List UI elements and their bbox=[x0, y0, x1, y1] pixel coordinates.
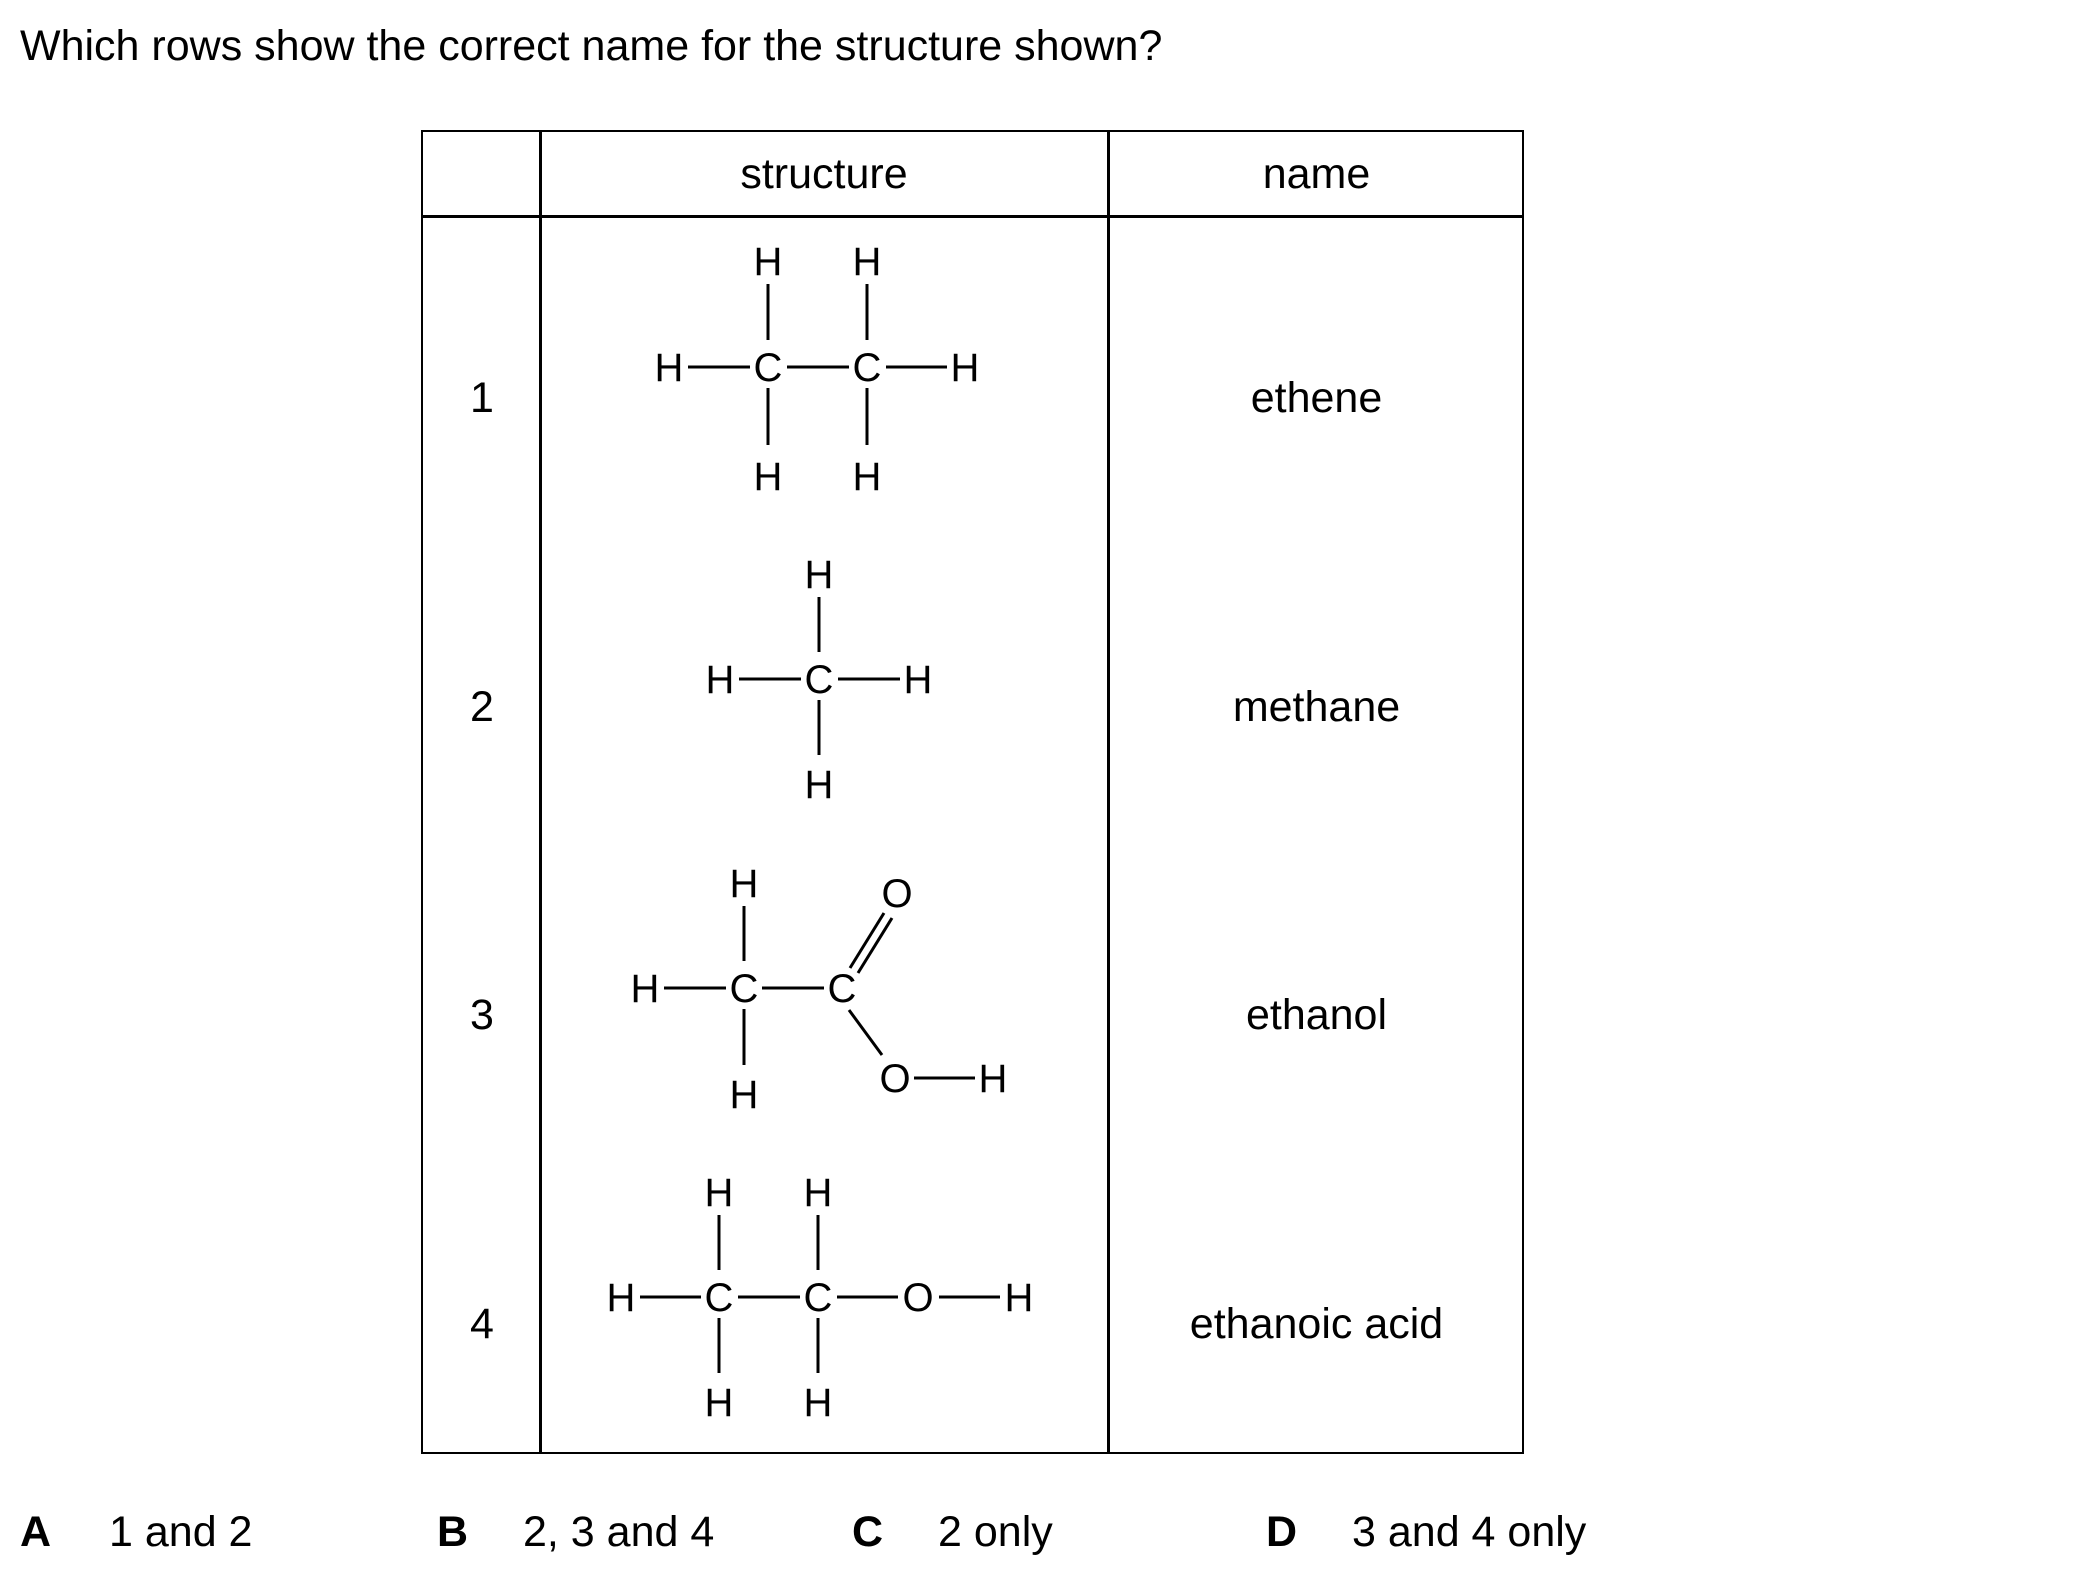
atom-h: H bbox=[1005, 1276, 1034, 1320]
structure-4: H H H C C O H H H bbox=[607, 1171, 1034, 1425]
structure-1: H H H C C H H H bbox=[655, 240, 980, 499]
question-text: Which rows show the correct name for the… bbox=[20, 22, 1163, 70]
atom-h: H bbox=[951, 346, 980, 390]
atom-c: C bbox=[730, 967, 759, 1011]
header-structure: structure bbox=[740, 150, 908, 198]
row-name-1: ethene bbox=[1250, 373, 1383, 422]
atom-h: H bbox=[730, 1073, 759, 1117]
atom-h: H bbox=[754, 455, 783, 499]
row-name-4: ethanoic acid bbox=[1189, 1299, 1444, 1348]
row-name-2: methane bbox=[1232, 682, 1401, 731]
row-number-4: 4 bbox=[470, 1299, 494, 1348]
option-d-text: 3 and 4 only bbox=[1352, 1508, 1587, 1556]
atom-h: H bbox=[853, 240, 882, 284]
option-d-letter: D bbox=[1266, 1508, 1298, 1556]
row-number-2: 2 bbox=[470, 682, 494, 731]
atom-h: H bbox=[904, 658, 933, 702]
column-divider-1 bbox=[539, 132, 542, 1452]
atom-c: C bbox=[828, 967, 857, 1011]
atom-h: H bbox=[805, 553, 834, 597]
atom-h: H bbox=[705, 1171, 734, 1215]
row-number-1: 1 bbox=[470, 373, 494, 422]
atom-h: H bbox=[631, 967, 660, 1011]
header-divider bbox=[423, 215, 1522, 218]
atom-h: H bbox=[804, 1171, 833, 1215]
atom-c: C bbox=[853, 346, 882, 390]
atom-o: O bbox=[881, 872, 912, 916]
atom-h: H bbox=[706, 658, 735, 702]
atom-h: H bbox=[805, 763, 834, 807]
atom-c: C bbox=[754, 346, 783, 390]
option-a-letter: A bbox=[20, 1508, 52, 1556]
atom-h: H bbox=[754, 240, 783, 284]
atom-c: C bbox=[705, 1276, 734, 1320]
option-b-text: 2, 3 and 4 bbox=[523, 1508, 715, 1556]
atom-h: H bbox=[979, 1057, 1008, 1101]
atom-h: H bbox=[705, 1381, 734, 1425]
structure-2: H H C H H bbox=[706, 553, 933, 807]
atom-o: O bbox=[879, 1057, 910, 1101]
atom-o: O bbox=[902, 1276, 933, 1320]
header-name: name bbox=[1262, 150, 1371, 198]
atom-h: H bbox=[853, 455, 882, 499]
atom-c: C bbox=[805, 658, 834, 702]
atom-c: C bbox=[804, 1276, 833, 1320]
option-b-letter: B bbox=[437, 1508, 469, 1556]
option-c-text: 2 only bbox=[938, 1508, 1053, 1556]
option-c-letter: C bbox=[852, 1508, 884, 1556]
structure-3: H O H C C H O H bbox=[631, 862, 1008, 1117]
atom-h: H bbox=[730, 862, 759, 906]
column-divider-2 bbox=[1107, 132, 1110, 1452]
row-number-3: 3 bbox=[470, 990, 494, 1039]
answer-table: structure name 1 2 3 4 ethene methane et… bbox=[421, 130, 1524, 1454]
option-a-text: 1 and 2 bbox=[109, 1508, 253, 1556]
row-name-3: ethanol bbox=[1245, 990, 1388, 1039]
atom-h: H bbox=[607, 1276, 636, 1320]
atom-h: H bbox=[655, 346, 684, 390]
atom-h: H bbox=[804, 1381, 833, 1425]
